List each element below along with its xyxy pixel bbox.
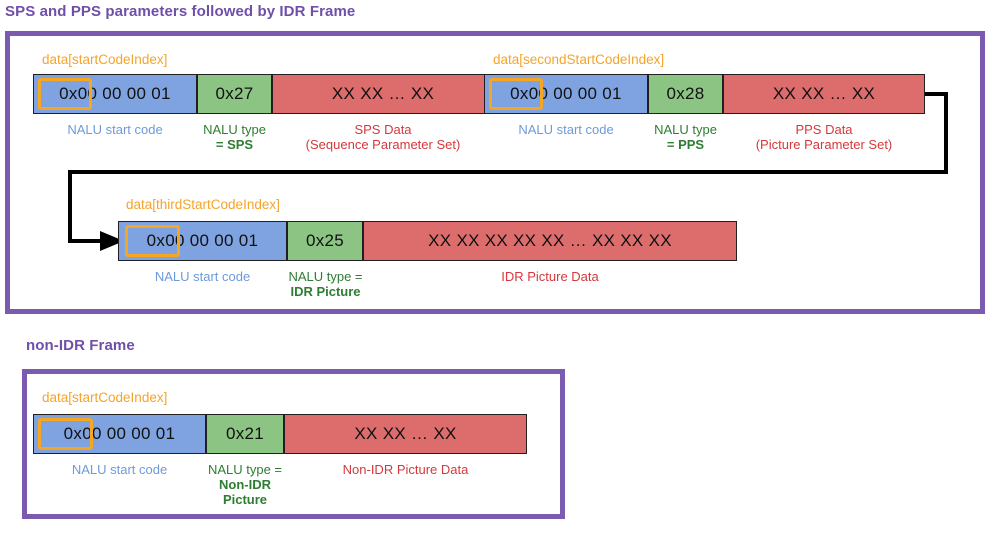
caption-pps-data: PPS Data (Picture Parameter Set) xyxy=(713,122,935,152)
block-text: 0x27 xyxy=(215,84,254,103)
block-nalu-start-code-3[interactable]: 0x00 00 00 01 xyxy=(118,221,287,261)
caption-sps-data: SPS Data (Sequence Parameter Set) xyxy=(272,122,494,152)
block-text: 0x25 xyxy=(305,231,345,250)
index-label-start-code-non-idr: data[startCodeIndex] xyxy=(42,390,168,405)
block-text: 0x28 xyxy=(666,84,705,103)
caption-nalu-type-pps: NALU type = PPS xyxy=(640,122,731,152)
index-label-start-code: data[startCodeIndex] xyxy=(42,52,168,67)
block-nalu-type-idr[interactable]: 0x25 xyxy=(287,221,363,261)
block-text: 0x00 00 00 01 xyxy=(59,84,171,103)
block-non-idr-picture-data[interactable]: XX XX … XX xyxy=(284,414,527,454)
block-text: 0x00 00 00 01 xyxy=(146,231,259,250)
caption-nalu-start-code-2: NALU start code xyxy=(518,122,614,137)
caption-line-2: = SPS xyxy=(215,137,254,152)
section-title-sps-pps-idr: SPS and PPS parameters followed by IDR F… xyxy=(5,3,356,20)
caption-line-1: NALU type = xyxy=(288,269,363,284)
caption-non-idr-picture-data: Non-IDR Picture Data xyxy=(342,462,469,477)
caption-line-2: = PPS xyxy=(666,137,705,152)
caption-line-2: (Sequence Parameter Set) xyxy=(305,137,461,152)
caption-nalu-start-code-1: NALU start code xyxy=(67,122,163,137)
block-text: 0x21 xyxy=(225,424,265,443)
caption-line-1: NALU type = xyxy=(207,462,283,477)
caption-nalu-type-sps: NALU type = SPS xyxy=(189,122,280,152)
block-pps-data[interactable]: XX XX … XX xyxy=(723,74,925,114)
block-sps-data[interactable]: XX XX … XX xyxy=(272,74,494,114)
block-text: XX XX XX XX XX … XX XX XX xyxy=(428,231,672,250)
block-text: XX XX … XX xyxy=(354,424,457,443)
index-label-third-start-code: data[thirdStartCodeIndex] xyxy=(126,197,280,212)
block-text: XX XX … XX xyxy=(772,84,876,103)
caption-line-2: Non-IDR xyxy=(219,477,271,492)
caption-line-1: SPS Data xyxy=(354,122,412,137)
connector-pps-to-idr xyxy=(68,92,948,251)
caption-line-2: IDR Picture xyxy=(290,284,361,299)
caption-nalu-start-code-4: NALU start code xyxy=(71,462,168,477)
block-text: 0x00 00 00 01 xyxy=(63,424,176,443)
section-title-non-idr: non-IDR Frame xyxy=(26,337,135,354)
block-nalu-type-sps[interactable]: 0x27 xyxy=(197,74,272,114)
block-nalu-start-code-4[interactable]: 0x00 00 00 01 xyxy=(33,414,206,454)
caption-nalu-type-non-idr: NALU type = Non-IDR Picture xyxy=(199,462,291,507)
caption-line-1: NALU type xyxy=(203,122,266,137)
connector-arrowhead xyxy=(100,231,124,251)
caption-nalu-type-idr: NALU type = IDR Picture xyxy=(283,269,368,299)
caption-line-3: Picture xyxy=(222,492,268,507)
caption-line-2: (Picture Parameter Set) xyxy=(755,137,893,152)
connector-path xyxy=(68,92,948,243)
block-text: XX XX … XX xyxy=(331,84,435,103)
caption-line-1: PPS Data xyxy=(795,122,853,137)
index-label-second-start-code: data[secondStartCodeIndex] xyxy=(493,52,665,67)
block-nalu-type-non-idr[interactable]: 0x21 xyxy=(206,414,284,454)
caption-idr-picture-data: IDR Picture Data xyxy=(501,269,599,284)
caption-line-1: NALU type xyxy=(654,122,717,137)
caption-nalu-start-code-3: NALU start code xyxy=(154,269,251,284)
block-idr-picture-data[interactable]: XX XX XX XX XX … XX XX XX xyxy=(363,221,737,261)
block-text: 0x00 00 00 01 xyxy=(510,84,622,103)
block-nalu-type-pps[interactable]: 0x28 xyxy=(648,74,723,114)
